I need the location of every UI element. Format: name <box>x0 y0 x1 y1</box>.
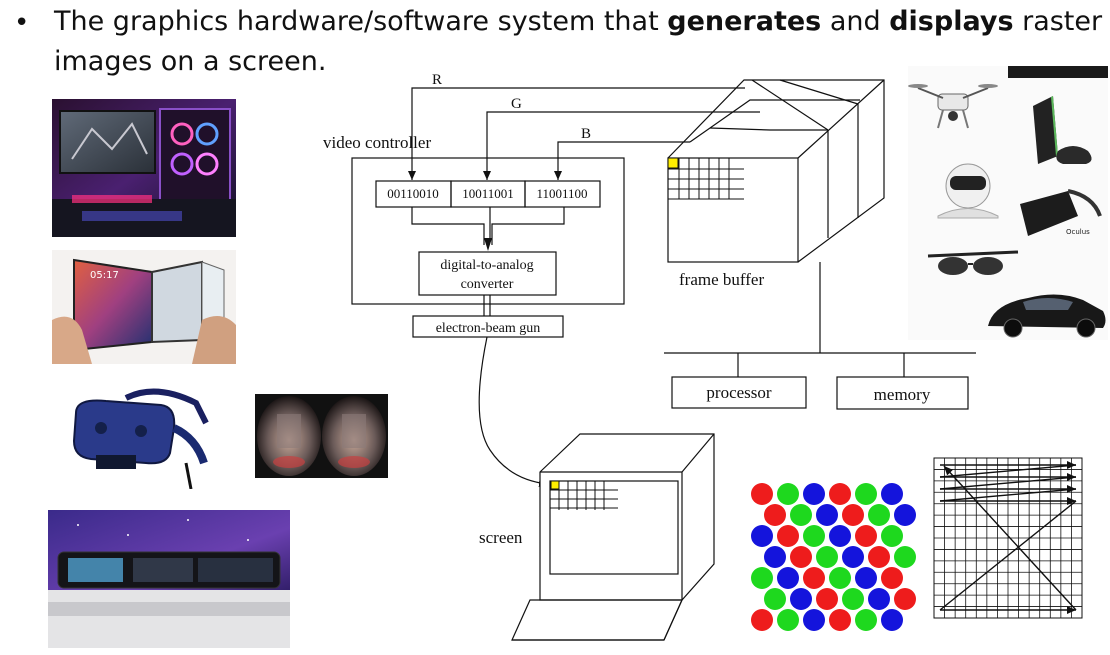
robot-icon <box>937 163 999 219</box>
rgb-dot <box>855 525 877 547</box>
monitor-outer <box>539 433 715 601</box>
rgb-dot <box>803 525 825 547</box>
rgb-dot <box>842 504 864 526</box>
rgb-dot <box>881 483 903 505</box>
car-dashboard-photo <box>48 510 290 648</box>
rgb-dot <box>803 567 825 589</box>
rgb-dot <box>764 504 786 526</box>
foldable-phone-photo: 05:17 <box>52 250 236 364</box>
rgb-dot <box>881 609 903 631</box>
devices-collage-photo: Oculus <box>908 66 1108 340</box>
rgb-dot <box>803 483 825 505</box>
monitor-base <box>511 599 683 641</box>
game-console-icon <box>1033 96 1092 164</box>
screen-grid <box>550 481 618 510</box>
signal-r-line <box>408 87 745 180</box>
vr-stereo-view-photo <box>255 394 388 478</box>
vr-headset-photo <box>66 383 216 489</box>
video-controller-label: video controller <box>323 133 431 152</box>
rgb-dot <box>829 525 851 547</box>
electric-car-icon <box>988 294 1106 338</box>
electron-gun-box <box>412 315 564 338</box>
raster-scan-illustration <box>933 457 1083 619</box>
rgb-dot <box>881 525 903 547</box>
screen-label: screen <box>479 528 523 547</box>
bullet-bold-generates: generates <box>667 6 822 37</box>
svg-text:Oculus: Oculus <box>1066 228 1090 236</box>
dac-label-line2: converter <box>461 277 514 292</box>
bullet-text-part: and <box>821 6 890 37</box>
drone-icon <box>908 84 998 129</box>
processor-label: processor <box>706 383 771 402</box>
rgb-dot <box>790 504 812 526</box>
register-r-value: 00110010 <box>387 186 439 201</box>
rgb-dot <box>764 546 786 568</box>
rgb-dot <box>764 588 786 610</box>
rgb-dot <box>855 483 877 505</box>
bullet-text: The graphics hardware/software system th… <box>54 2 1104 82</box>
frame-buffer-grid <box>668 158 744 200</box>
monitor-screen <box>549 480 679 575</box>
signal-g-line <box>483 111 760 180</box>
processor-box <box>671 376 807 409</box>
bullet-text-part: The graphics hardware/software system th… <box>54 6 668 37</box>
rgb-dot <box>855 567 877 589</box>
rgb-dot <box>881 567 903 589</box>
rgb-dot <box>816 546 838 568</box>
rgb-dot <box>842 546 864 568</box>
electron-gun-label: electron-beam gun <box>436 321 541 336</box>
bullet-marker: • <box>14 8 30 38</box>
gaming-pc-photo <box>52 99 236 237</box>
rgb-dot <box>868 546 890 568</box>
rgb-dot <box>777 525 799 547</box>
signal-r-label: R <box>432 72 442 88</box>
rgb-dot <box>790 588 812 610</box>
frame-buffer-label: frame buffer <box>679 270 764 289</box>
rgb-dot <box>816 588 838 610</box>
signal-g-label: G <box>511 96 522 112</box>
register-b-box <box>524 180 601 208</box>
signal-b-line <box>554 141 690 180</box>
rgb-dot <box>777 483 799 505</box>
rgb-dot <box>803 609 825 631</box>
rgb-dot <box>855 609 877 631</box>
rgb-dot <box>868 504 890 526</box>
rgb-dot <box>894 588 916 610</box>
rgb-dot <box>894 504 916 526</box>
memory-box <box>836 376 969 410</box>
screen-pixel <box>550 480 560 490</box>
svg-text:05:17: 05:17 <box>90 270 119 281</box>
rgb-dot <box>829 609 851 631</box>
rgb-dot <box>829 567 851 589</box>
rgb-dot <box>894 546 916 568</box>
rgb-dot <box>777 609 799 631</box>
smart-glasses-icon <box>927 250 1019 275</box>
rgb-dot <box>829 483 851 505</box>
dac-label-line1: digital-to-analog <box>440 258 533 273</box>
dac-box <box>418 251 557 296</box>
rgb-dot <box>751 609 773 631</box>
bullet-bold-displays: displays <box>889 6 1014 37</box>
rgb-dot <box>751 525 773 547</box>
rgb-dot <box>751 483 773 505</box>
register-g-value: 10011001 <box>462 186 514 201</box>
signal-b-label: B <box>581 126 591 142</box>
rgb-dot <box>868 588 890 610</box>
rgb-dot <box>816 504 838 526</box>
rgb-dot <box>751 567 773 589</box>
rgb-dot <box>790 546 812 568</box>
register-b-value: 11001100 <box>536 186 587 201</box>
rgb-dot <box>842 588 864 610</box>
bullet-text-part: raster images on a screen. <box>54 6 1103 77</box>
frame-buffer-pixel <box>667 157 679 169</box>
video-controller-box <box>351 157 625 305</box>
rgb-dot <box>777 567 799 589</box>
frame-buffer-front <box>667 157 799 263</box>
memory-label: memory <box>874 385 931 404</box>
rgb-dot-mask <box>751 483 916 631</box>
electron-beam-path <box>478 336 549 488</box>
oculus-headset-icon: Oculus <box>1020 189 1102 236</box>
